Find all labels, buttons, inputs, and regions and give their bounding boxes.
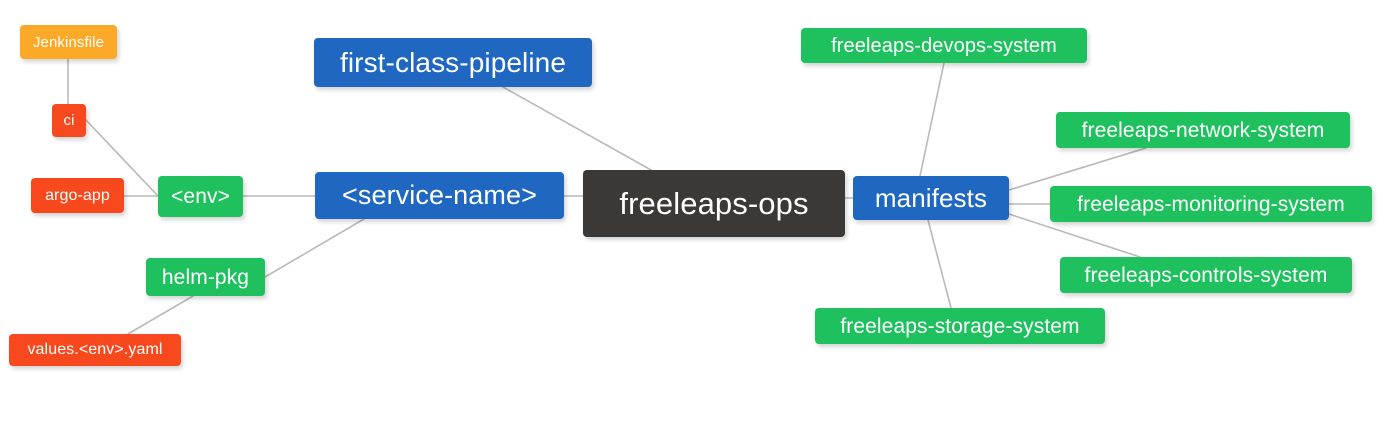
- node-freeleaps-devops-system[interactable]: freeleaps-devops-system: [801, 28, 1087, 63]
- node-helm-pkg[interactable]: helm-pkg: [146, 258, 265, 296]
- edge-manifests-to-freeleaps-devops-system: [919, 62, 945, 177]
- node-freeleaps-storage-system[interactable]: freeleaps-storage-system: [815, 308, 1105, 344]
- node-label: <service-name>: [342, 180, 537, 210]
- node-label: manifests: [874, 183, 988, 213]
- node-label: argo-app: [45, 186, 110, 204]
- node-label: helm-pkg: [161, 265, 250, 289]
- node-freeleaps-monitoring-system[interactable]: freeleaps-monitoring-system: [1050, 186, 1372, 222]
- edge-manifests-to-freeleaps-storage-system: [927, 219, 952, 309]
- node-label: freeleaps-storage-system: [840, 314, 1080, 338]
- node-label: freeleaps-controls-system: [1084, 263, 1328, 287]
- node-label: values.<env>.yaml: [27, 341, 163, 358]
- node-label: <env>: [171, 185, 230, 208]
- node-label: Jenkinsfile: [32, 33, 105, 51]
- node-argo-app[interactable]: argo-app: [31, 178, 124, 213]
- node-first-class-pipeline[interactable]: first-class-pipeline: [314, 38, 592, 87]
- node-env[interactable]: <env>: [158, 176, 243, 217]
- node-label: ci: [63, 112, 75, 129]
- node-label: freeleaps-network-system: [1081, 118, 1325, 142]
- node-values-env-yaml[interactable]: values.<env>.yaml: [9, 334, 181, 366]
- node-jenkinsfile[interactable]: Jenkinsfile: [20, 25, 117, 59]
- edge-first-class-pipeline-to-freeleaps-ops: [502, 86, 652, 171]
- node-service-name[interactable]: <service-name>: [315, 172, 564, 219]
- node-freeleaps-controls-system[interactable]: freeleaps-controls-system: [1060, 257, 1352, 293]
- node-manifests[interactable]: manifests: [853, 176, 1009, 220]
- node-label: freeleaps-ops: [619, 186, 809, 221]
- node-label: first-class-pipeline: [339, 46, 567, 78]
- edge-values-env-yaml-to-helm-pkg: [127, 295, 194, 335]
- node-freeleaps-ops[interactable]: freeleaps-ops: [583, 170, 845, 237]
- node-freeleaps-network-system[interactable]: freeleaps-network-system: [1056, 112, 1350, 148]
- node-ci[interactable]: ci: [52, 104, 86, 137]
- edge-manifests-to-freeleaps-network-system: [1008, 147, 1147, 191]
- node-label: freeleaps-monitoring-system: [1077, 192, 1345, 216]
- node-label: freeleaps-devops-system: [831, 34, 1057, 57]
- edge-helm-pkg-to-service-name: [264, 218, 365, 278]
